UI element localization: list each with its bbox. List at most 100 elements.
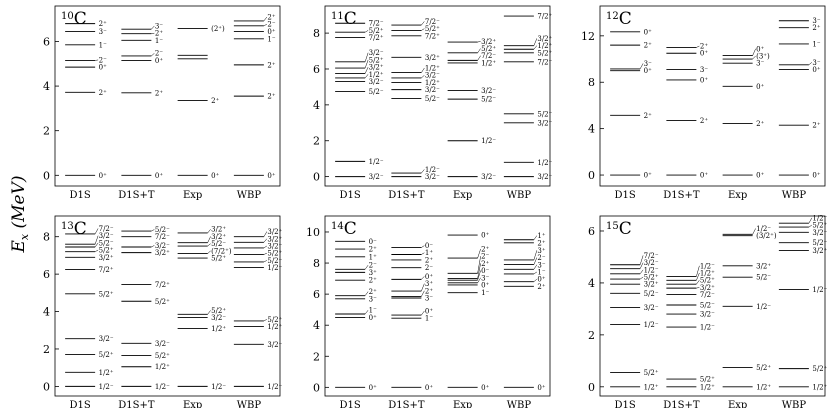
- level-spin-label: 3/2⁺: [481, 38, 496, 46]
- level-spin-label: 0⁺: [812, 172, 820, 180]
- level-spin-label: 3⁻: [537, 261, 545, 269]
- level-spin-label: 2⁺: [756, 120, 764, 128]
- level-spin-label: 5/2⁺: [99, 351, 114, 359]
- level-connector: [151, 25, 155, 30]
- column-label: D1S: [340, 190, 361, 201]
- level-spin-label: 2⁺: [267, 61, 275, 69]
- level-spin-label: 3⁻: [700, 66, 708, 74]
- panel-14C: 14C0246810D1S0⁺0⁺1⁻3⁻2⁺2⁺3⁺2⁻1⁺2⁺0⁻D1S+T…: [306, 215, 551, 408]
- y-tick-label: 4: [313, 99, 320, 112]
- level-connector: [477, 277, 481, 283]
- column-label: Exp: [728, 400, 747, 408]
- level-spin-label: 3⁺: [369, 269, 377, 277]
- level-spin-label: 7/2⁺: [369, 34, 384, 42]
- y-tick-label: 2: [43, 125, 50, 138]
- level-connector: [533, 264, 538, 270]
- level-spin-label: 2⁺: [155, 30, 163, 38]
- level-connector: [533, 250, 538, 261]
- level-spin-label: 7/2⁺: [425, 32, 440, 40]
- level-spin-label: 1/2⁻: [756, 303, 771, 311]
- level-spin-label: 1/2⁺: [99, 369, 114, 377]
- level-spin-label: 1⁻: [267, 35, 275, 43]
- level-spin-label: (3⁺): [756, 53, 770, 61]
- level-spin-label: 5/2⁻: [425, 95, 440, 103]
- level-spin-label: 3⁻: [425, 295, 433, 303]
- level-spin-label: 2⁻: [481, 253, 489, 261]
- level-spin-label: 3/2⁻: [481, 173, 496, 181]
- level-connector: [151, 245, 155, 248]
- panels: 10C0246D1S0⁺2⁺0⁺2⁻1⁻3⁻2⁺D1S+T0⁺2⁺0⁺2⁻1⁻2…: [43, 5, 828, 408]
- level-spin-label: 1/2⁺: [425, 79, 440, 87]
- level-spin-label: 7/2⁻: [537, 58, 552, 66]
- level-spin-label: 7/2⁻: [700, 291, 715, 299]
- column-label: WBP: [237, 190, 262, 201]
- level-connector: [808, 217, 813, 224]
- level-spin-label: 3⁻: [644, 60, 652, 68]
- level-connector: [421, 21, 425, 26]
- panel-frame: [54, 5, 281, 187]
- level-connector: [94, 242, 99, 248]
- panel-10C: 10C0246D1S0⁺2⁺0⁺2⁻1⁻3⁻2⁺D1S+T0⁺2⁺0⁺2⁻1⁻2…: [43, 5, 281, 201]
- level-spin-label: 1/2⁺: [481, 59, 496, 67]
- level-spin-label: (7/2⁺): [211, 247, 232, 255]
- level-spin-label: 2⁺: [425, 256, 433, 264]
- level-connector: [364, 67, 369, 74]
- level-connector: [477, 263, 481, 279]
- level-spin-label: 0⁺: [700, 50, 708, 58]
- level-connector: [364, 59, 369, 69]
- level-connector: [639, 63, 644, 70]
- level-spin-label: 3⁻: [481, 274, 489, 282]
- level-spin-label: 1/2⁻: [644, 266, 659, 274]
- level-connector: [364, 310, 369, 315]
- y-tick-label: 0: [43, 169, 50, 182]
- level-connector: [263, 24, 267, 27]
- level-spin-label: 3/2⁻: [644, 259, 659, 267]
- y-tick-label: 8: [313, 27, 320, 40]
- level-spin-label: 5/2⁺: [369, 27, 384, 35]
- level-spin-label: 0⁺: [369, 384, 377, 392]
- level-spin-label: 1/2⁺: [425, 65, 440, 73]
- level-connector: [477, 48, 481, 53]
- level-spin-label: 1/2⁺: [700, 383, 715, 391]
- level-spin-label: 5/2⁻: [812, 239, 827, 247]
- level-connector: [263, 16, 268, 22]
- level-spin-label: 3⁺: [537, 247, 545, 255]
- column-label: D1S+T: [663, 190, 700, 201]
- panel-13C: 13C02468D1S1/2⁻1/2⁺5/2⁺3/2⁻5/2⁺7/2⁺3/2⁺5…: [43, 215, 283, 408]
- level-spin-label: 3/2⁻: [99, 232, 114, 240]
- level-spin-label: 3/2⁺: [812, 247, 827, 255]
- y-tick-label: 4: [588, 277, 595, 290]
- level-connector: [421, 169, 425, 174]
- level-spin-label: 0⁺: [644, 172, 652, 180]
- level-spin-label: 1/2⁻: [267, 264, 282, 272]
- column-label: WBP: [507, 190, 532, 201]
- level-spin-label: 3/2⁻: [99, 335, 114, 343]
- column-label: D1S+T: [388, 190, 425, 201]
- level-spin-label: 2⁻: [267, 21, 275, 29]
- level-spin-label: 3⁻: [155, 22, 163, 30]
- level-spin-label: 3/2⁺: [211, 226, 226, 234]
- level-spin-label: 5/2⁺: [267, 316, 282, 324]
- level-spin-label: 1⁺: [425, 249, 433, 257]
- level-spin-label: 2⁺: [369, 288, 377, 296]
- level-spin-label: 3/2⁻: [537, 173, 552, 181]
- level-spin-label: 2⁺: [537, 239, 545, 247]
- level-spin-label: 3/2⁻: [700, 311, 715, 319]
- level-spin-label: 7/2⁺: [155, 281, 170, 289]
- level-connector: [421, 67, 425, 73]
- level-spin-label: 3/2⁻: [369, 49, 384, 57]
- y-tick-label: 2: [588, 329, 595, 342]
- level-connector: [752, 55, 756, 60]
- level-spin-label: 7/2⁻: [155, 233, 170, 241]
- level-spin-label: 3/2⁻: [425, 72, 440, 80]
- y-tick-label: 8: [588, 76, 595, 89]
- level-spin-label: 0⁺: [481, 232, 489, 240]
- level-spin-label: 2⁺: [700, 43, 708, 51]
- level-spin-label: 5/2⁻: [155, 226, 170, 234]
- level-spin-label: 1/2⁻: [155, 383, 170, 391]
- level-connector: [207, 243, 211, 247]
- level-spin-label: 0⁺: [756, 172, 764, 180]
- level-spin-label: 0⁺: [756, 45, 764, 53]
- nucleus-mass: 15: [606, 221, 619, 232]
- level-spin-label: 3⁻: [99, 28, 107, 36]
